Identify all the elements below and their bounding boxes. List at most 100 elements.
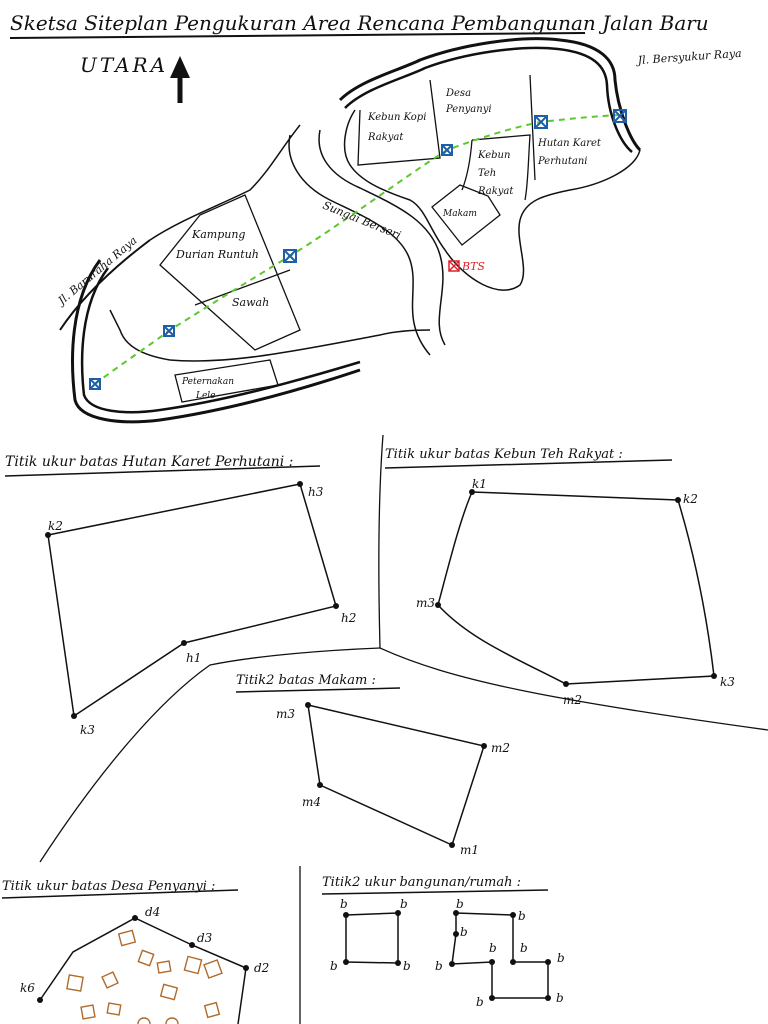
house-icon: [183, 955, 203, 975]
road-west-label: Jl. Baruraha Raya: [54, 234, 140, 309]
teh-boundary-points: [435, 489, 717, 687]
house-icon: [137, 1017, 151, 1024]
point-label-k3-teh: k3: [720, 675, 735, 689]
building-point-label: b: [556, 991, 564, 1005]
makam-boundary-points: [305, 702, 487, 848]
building-outlines: [345, 912, 549, 999]
section-desa-underline: [1, 889, 239, 899]
section-dividers: [39, 434, 768, 1024]
point-label-m2-makam: m2: [491, 741, 510, 755]
area-kebun-teh-label-1: Kebun: [477, 150, 510, 161]
area-hutan-label-2: Perhutani: [537, 156, 587, 167]
building-point-label: b: [489, 941, 497, 955]
area-peternakan-label-2: Lele: [195, 391, 216, 401]
house-icon: [165, 1017, 179, 1024]
point-label-d2: d2: [254, 961, 269, 975]
point-label-k6: k6: [20, 981, 35, 995]
point-label-m3-teh: m3: [416, 596, 435, 610]
north-arrow-icon: [170, 56, 190, 103]
road-east-label: Jl. Bersyukur Raya: [635, 47, 742, 67]
desa-boundary-polygon: [39, 917, 247, 1024]
survey-marker-icon: [613, 109, 627, 123]
point-label-d3: d3: [197, 931, 213, 945]
point-label-d4: d4: [145, 905, 160, 919]
area-desa-label-2: Penyanyi: [445, 104, 492, 115]
building-points: [343, 910, 551, 1001]
area-sawah-label: Sawah: [232, 296, 269, 309]
survey-marker-icons: [89, 109, 627, 390]
section-bangunan-title: Titik2 ukur bangunan/rumah :: [322, 875, 521, 890]
point-label-k2: k2: [48, 519, 63, 533]
survey-marker-icon: [534, 115, 548, 129]
area-peternakan-label-1: Peternakan: [181, 377, 234, 387]
building-point-label: b: [557, 951, 565, 965]
area-kebun-kopi-label-2: Rakyat: [367, 132, 404, 143]
section-makam-underline: [235, 687, 401, 693]
point-label-m1: m1: [460, 843, 479, 857]
area-makam-label: Makam: [442, 209, 477, 219]
hutan-boundary-points: [45, 481, 339, 719]
survey-marker-icon: [441, 144, 453, 156]
point-label-m2-teh: m2: [563, 693, 582, 707]
page-title: Sketsa Siteplan Pengukuran Area Rencana …: [10, 11, 709, 35]
section-bangunan-underline: [321, 889, 549, 895]
building-outline-1: [345, 912, 399, 964]
house-icon: [159, 983, 179, 1001]
section-hutan-title: Titik ukur batas Hutan Karet Perhutani :: [5, 454, 293, 470]
area-kampung-label-2: Durian Runtuh: [175, 248, 259, 261]
hutan-boundary-polygon: [47, 483, 337, 718]
house-icon: [203, 959, 223, 979]
point-label-k2-teh: k2: [683, 492, 698, 506]
bts-label: BTS: [461, 260, 485, 273]
section-hutan-underline: [4, 465, 321, 477]
point-label-m3-makam: m3: [276, 707, 295, 721]
building-point-labels: b b b b b b b b b b b b b: [330, 897, 565, 1009]
point-label-h3: h3: [308, 485, 324, 499]
house-icons: [66, 929, 223, 1024]
house-icon: [80, 1004, 96, 1020]
house-icon: [106, 1002, 122, 1016]
house-icon: [137, 949, 155, 967]
point-label-k1: k1: [472, 477, 487, 491]
section-makam-title: Titik2 batas Makam :: [236, 673, 376, 688]
point-label-h1: h1: [186, 651, 201, 665]
building-point-label: b: [460, 925, 468, 939]
building-point-label: b: [456, 897, 464, 911]
bts-tower-icon: [448, 260, 460, 272]
building-point-label: b: [518, 909, 526, 923]
title-underline: [9, 32, 586, 39]
building-point-label: b: [403, 959, 411, 973]
building-point-label: b: [435, 959, 443, 973]
area-kebun-teh-label-2: Teh: [478, 168, 496, 179]
building-point-label: b: [340, 897, 348, 911]
point-label-k3: k3: [80, 723, 95, 737]
section-teh-underline: [384, 459, 673, 469]
building-point-label: b: [330, 959, 338, 973]
survey-marker-icon: [163, 325, 175, 337]
building-outline-2: [451, 912, 549, 999]
house-icon: [101, 971, 119, 989]
point-label-h2: h2: [341, 611, 356, 625]
survey-marker-icon: [283, 249, 297, 263]
section-desa-title: Titik ukur batas Desa Penyanyi :: [2, 879, 215, 894]
area-kebun-kopi-label-1: Kebun Kopi: [367, 112, 426, 123]
house-icon: [156, 960, 172, 974]
area-desa-label-1: Desa: [445, 88, 471, 99]
north-label: UTARA: [80, 53, 168, 77]
teh-boundary-polygon: [437, 491, 715, 685]
house-icon: [203, 1001, 221, 1019]
area-kebun-teh-label-3: Rakyat: [477, 186, 514, 197]
makam-boundary-polygon: [307, 704, 485, 847]
building-point-label: b: [520, 941, 528, 955]
point-label-m4: m4: [302, 795, 321, 809]
map-area: [59, 37, 642, 424]
area-hutan-label-1: Hutan Karet: [537, 138, 602, 149]
river-label: Sungai Berseri: [321, 199, 403, 242]
area-kampung-label-1: Kampung: [191, 228, 245, 241]
building-point-label: b: [400, 897, 408, 911]
desa-boundary-points: [37, 915, 249, 1003]
house-icon: [117, 929, 137, 947]
building-point-label: b: [476, 995, 484, 1009]
survey-marker-icon: [89, 378, 101, 390]
